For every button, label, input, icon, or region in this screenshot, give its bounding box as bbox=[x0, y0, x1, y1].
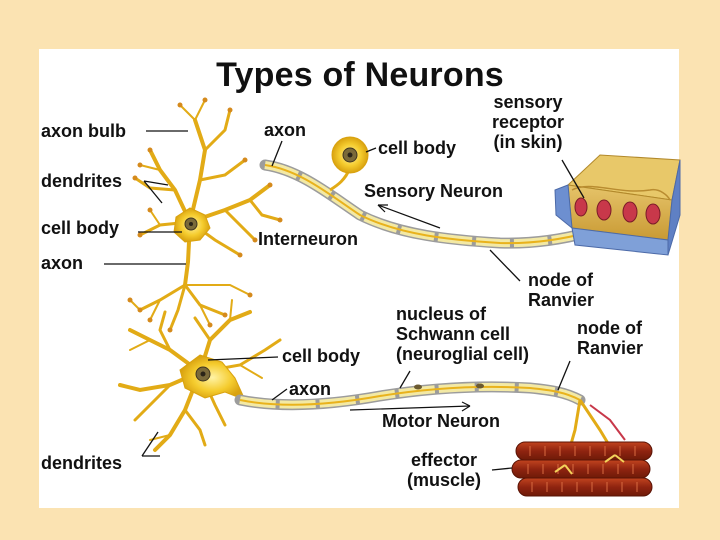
sensory-direction-arrow bbox=[377, 204, 441, 229]
label-dendrites-bottom: dendrites bbox=[41, 453, 123, 473]
leader-lines bbox=[104, 130, 585, 471]
motor-direction-arrow bbox=[349, 405, 471, 411]
label-node-of-ranvier-top: node of Ranvier bbox=[528, 270, 595, 310]
label-dendrites-top: dendrites bbox=[41, 171, 123, 191]
label-node-of-ranvier-bottom: node of Ranvier bbox=[577, 318, 644, 358]
label-cell-body-interneuron: cell body bbox=[41, 218, 120, 238]
diagram-card bbox=[39, 49, 679, 508]
label-axon-sensory: axon bbox=[264, 120, 307, 140]
motor-axon bbox=[234, 381, 626, 466]
axon-bulbs bbox=[127, 97, 283, 333]
label-interneuron: Interneuron bbox=[258, 229, 359, 249]
page-title: Types of Neurons bbox=[216, 56, 504, 94]
interneuron-drawing bbox=[129, 99, 282, 332]
muscle-fibers bbox=[511, 441, 653, 497]
label-nucleus-schwann-cell: nucleus of Schwann cell (neuroglial cell… bbox=[396, 304, 530, 364]
skin-receptor-block bbox=[554, 154, 681, 256]
sensory-cell-body bbox=[331, 136, 369, 174]
interneuron-cell-body bbox=[173, 207, 211, 243]
label-axon-motor: axon bbox=[289, 379, 332, 399]
label-sensory-receptor: sensory receptor (in skin) bbox=[491, 92, 565, 152]
label-axon-interneuron: axon bbox=[41, 253, 84, 273]
label-motor-neuron: Motor Neuron bbox=[382, 411, 500, 431]
label-axon-bulb: axon bulb bbox=[41, 121, 126, 141]
label-effector: effector (muscle) bbox=[406, 450, 482, 490]
motor-cell-body bbox=[179, 354, 246, 401]
label-sensory-neuron: Sensory Neuron bbox=[364, 181, 504, 201]
label-cell-body-sensory: cell body bbox=[378, 138, 457, 158]
label-cell-body-motor: cell body bbox=[282, 346, 361, 366]
